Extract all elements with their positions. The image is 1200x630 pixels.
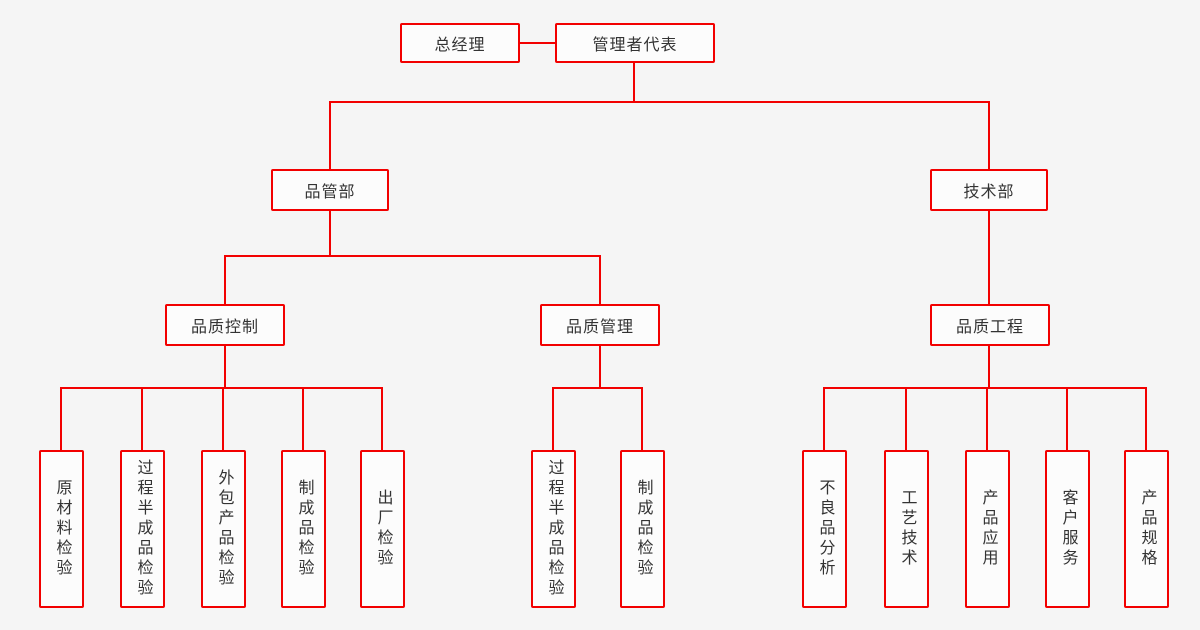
node-qm-process-semifinished-inspection: 过程半成品检验 xyxy=(531,450,576,608)
connector-quality-dept-down xyxy=(329,211,331,257)
connector-qe-child-3 xyxy=(986,387,988,450)
node-process-technology: 工艺技术 xyxy=(884,450,929,608)
node-management-representative: 管理者代表 xyxy=(555,23,715,63)
connector-qc-child-1 xyxy=(60,387,62,450)
node-product-application: 产品应用 xyxy=(965,450,1010,608)
connector-gm-rep xyxy=(520,42,555,44)
node-finished-product-inspection: 制成品检验 xyxy=(281,450,326,608)
node-qm-finished-product-inspection: 制成品检验 xyxy=(620,450,665,608)
node-quality-department: 品管部 xyxy=(271,169,389,211)
connector-to-tech-dept xyxy=(988,101,990,169)
connector-qe-child-5 xyxy=(1145,387,1147,450)
node-quality-control: 品质控制 xyxy=(165,304,285,346)
connector-to-quality-control xyxy=(224,255,226,304)
connector-qc-child-2 xyxy=(141,387,143,450)
connector-qe-child-2 xyxy=(905,387,907,450)
connector-sections-bus xyxy=(224,255,601,257)
node-outsourced-product-inspection: 外包产品检验 xyxy=(201,450,246,608)
node-product-specification: 产品规格 xyxy=(1124,450,1169,608)
node-quality-engineering: 品质工程 xyxy=(930,304,1050,346)
node-process-semifinished-inspection: 过程半成品检验 xyxy=(120,450,165,608)
node-raw-material-inspection: 原材料检验 xyxy=(39,450,84,608)
node-general-manager: 总经理 xyxy=(400,23,520,63)
connector-qm-children-bus xyxy=(552,387,643,389)
connector-qc-child-5 xyxy=(381,387,383,450)
connector-quality-engineering-down xyxy=(988,346,990,389)
connector-qm-child-1 xyxy=(552,387,554,450)
connector-quality-control-down xyxy=(224,346,226,389)
connector-rep-down xyxy=(633,63,635,103)
connector-qc-child-3 xyxy=(222,387,224,450)
node-outgoing-inspection: 出厂检验 xyxy=(360,450,405,608)
node-technology-department: 技术部 xyxy=(930,169,1048,211)
connector-quality-management-down xyxy=(599,346,601,389)
node-quality-management: 品质管理 xyxy=(540,304,660,346)
connector-level2-bus xyxy=(329,101,990,103)
connector-qc-child-4 xyxy=(302,387,304,450)
node-defective-product-analysis: 不良品分析 xyxy=(802,450,847,608)
connector-qe-child-4 xyxy=(1066,387,1068,450)
node-customer-service: 客户服务 xyxy=(1045,450,1090,608)
connector-qc-children-bus xyxy=(60,387,383,389)
connector-to-quality-engineering xyxy=(988,211,990,304)
connector-qm-child-2 xyxy=(641,387,643,450)
connector-qe-child-1 xyxy=(823,387,825,450)
connector-to-quality-management xyxy=(599,255,601,304)
connector-qe-children-bus xyxy=(823,387,1147,389)
connector-to-quality-dept xyxy=(329,101,331,169)
